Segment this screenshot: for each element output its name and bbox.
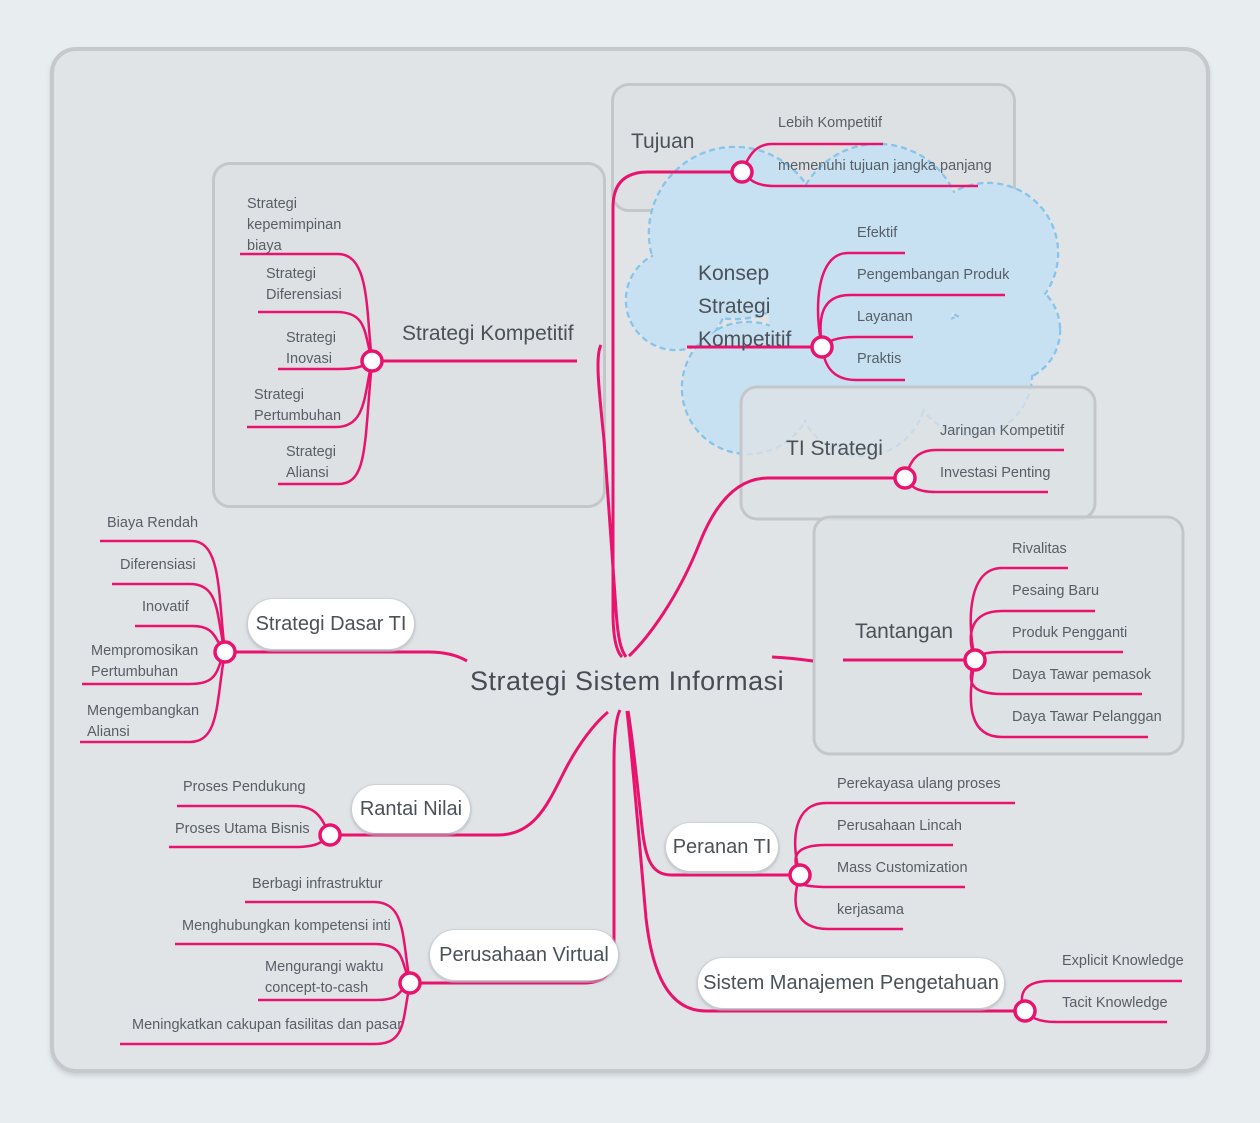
connector-tantangan-root xyxy=(771,655,814,663)
child-label-inovatif[interactable]: Inovatif xyxy=(142,599,189,615)
connector-smp-main xyxy=(625,710,1025,1013)
branch-label-strategi-kompetitif[interactable]: Strategi Kompetitif xyxy=(402,322,574,345)
child-label-layanan[interactable]: Layanan xyxy=(857,309,913,325)
node-handle-dasar[interactable] xyxy=(213,640,237,664)
node-handle-peranan[interactable] xyxy=(788,863,812,887)
child-label-tacit-knowledge[interactable]: Tacit Knowledge xyxy=(1062,995,1168,1011)
child-label-perekayasa-ulang-proses[interactable]: Perekayasa ulang proses xyxy=(837,776,1001,792)
child-label-rivalitas[interactable]: Rivalitas xyxy=(1012,541,1067,557)
connector-rantai-main xyxy=(330,710,609,837)
connector-kompetitif-root xyxy=(596,344,628,658)
connector-kompetitif-child-0 xyxy=(240,252,374,362)
root-node-label[interactable]: Strategi Sistem Informasi xyxy=(470,666,785,696)
child-label-strategi-diferensiasi[interactable]: Strategi Diferensiasi xyxy=(266,266,342,303)
child-label-perusahaan-lincah[interactable]: Perusahaan Lincah xyxy=(837,818,962,834)
child-label-strategi-aliansi[interactable]: Strategi Aliansi xyxy=(286,444,336,481)
child-label-mengembangkan-aliansi[interactable]: Mengembangkan Aliansi xyxy=(87,703,200,740)
child-label-proses-utama-bisnis[interactable]: Proses Utama Bisnis xyxy=(175,821,310,837)
connector-peranan-main xyxy=(626,710,800,877)
connector-dasar-child-0 xyxy=(100,539,227,653)
connector-tantangan-child-0 xyxy=(969,566,1068,661)
child-label-proses-pendukung[interactable]: Proses Pendukung xyxy=(183,779,306,795)
child-label-lebih-kompetitif[interactable]: Lebih Kompetitif xyxy=(778,115,882,131)
branch-connectors xyxy=(80,142,1182,1046)
node-handle-konsep[interactable] xyxy=(810,335,834,359)
child-label-daya-tawar-pelanggan[interactable]: Daya Tawar Pelanggan xyxy=(1012,709,1162,725)
branch-label-perusahaan-virtual: Perusahaan Virtual xyxy=(439,943,609,966)
branch-label-tantangan[interactable]: Tantangan xyxy=(855,620,954,643)
branch-label-strategi-dasar-ti: Strategi Dasar TI xyxy=(255,612,407,635)
connector-virtual-child-3 xyxy=(120,982,412,1046)
child-label-berbagi-infrastruktur[interactable]: Berbagi infrastruktur xyxy=(252,876,383,892)
child-label-explicit-knowledge[interactable]: Explicit Knowledge xyxy=(1062,953,1184,969)
node-handle-rantai[interactable] xyxy=(318,823,342,847)
child-label-strategi-inovasi[interactable]: Strategi Inovasi xyxy=(286,330,336,367)
child-label-meningkatkan-cakupan[interactable]: Meningkatkan cakupan fasilitas dan pasar xyxy=(132,1017,403,1033)
child-label-diferensiasi[interactable]: Diferensiasi xyxy=(120,557,196,573)
connector-virtual-child-0 xyxy=(245,900,412,984)
child-label-daya-tawar-pemasok[interactable]: Daya Tawar pemasok xyxy=(1012,667,1152,683)
connector-dasar-main xyxy=(225,650,468,663)
branch-label-konsep[interactable]: Konsep Strategi Kompetitif xyxy=(698,262,792,351)
node-handle-tantangan[interactable] xyxy=(963,648,987,672)
connector-tantangan-child-4 xyxy=(969,659,1148,739)
child-label-produk-pengganti[interactable]: Produk Pengganti xyxy=(1012,625,1128,641)
branch-pill-peranan-ti[interactable]: Peranan TI xyxy=(666,823,778,871)
connector-ti-main xyxy=(627,476,905,658)
child-label-efektif[interactable]: Efektif xyxy=(857,225,898,241)
node-handle-smp[interactable] xyxy=(1013,999,1037,1023)
connector-peranan-child-2 xyxy=(795,874,965,889)
child-label-kerjasama[interactable]: kerjasama xyxy=(837,902,904,918)
branch-pill-perusahaan-virtual[interactable]: Perusahaan Virtual xyxy=(430,930,618,980)
connector-peranan-child-0 xyxy=(793,801,1015,876)
node-handle-tujuan[interactable] xyxy=(730,160,754,184)
node-handle-ti[interactable] xyxy=(893,466,917,490)
connector-kompetitif-child-3 xyxy=(247,360,374,429)
child-label-mempromosikan-pertumbuhan[interactable]: Mempromosikan Pertumbuhan xyxy=(91,643,199,680)
child-label-praktis[interactable]: Praktis xyxy=(857,351,902,367)
connector-smp-child-1 xyxy=(1024,1010,1167,1024)
branch-pill-strategi-dasar-ti[interactable]: Strategi Dasar TI xyxy=(248,599,414,649)
child-label-mass-customization[interactable]: Mass Customization xyxy=(837,860,968,876)
branch-label-smp: Sistem Manajemen Pengetahuan xyxy=(703,971,999,994)
child-label-strategi-pertumbuhan[interactable]: Strategi Pertumbuhan xyxy=(254,387,342,424)
child-label-menghubungkan-kompetensi-inti[interactable]: Menghubungkan kompetensi inti xyxy=(182,918,391,934)
child-label-memenuhi-tujuan[interactable]: memenuhi tujuan jangka panjang xyxy=(778,158,992,174)
child-label-biaya-rendah[interactable]: Biaya Rendah xyxy=(107,515,199,531)
branch-pill-rantai-nilai[interactable]: Rantai Nilai xyxy=(352,785,470,833)
child-label-jaringan-kompetitif[interactable]: Jaringan Kompetitif xyxy=(940,423,1065,439)
child-label-pengembangan-produk[interactable]: Pengembangan Produk xyxy=(857,267,1010,283)
branch-label-rantai-nilai: Rantai Nilai xyxy=(359,797,463,820)
child-label-strategi-kepemimpinan-biaya[interactable]: Strategi kepemimpinan biaya xyxy=(247,196,342,254)
connector-tujuan-main xyxy=(611,170,742,659)
branch-label-ti-strategi[interactable]: TI Strategi xyxy=(786,437,883,460)
node-handle-virtual[interactable] xyxy=(398,971,422,995)
child-label-pesaing-baru[interactable]: Pesaing Baru xyxy=(1012,583,1100,599)
group-box-strategi-kompetitif xyxy=(212,162,606,508)
branch-pill-smp[interactable]: Sistem Manajemen Pengetahuan xyxy=(698,958,1004,1008)
connector-kompetitif-child-4 xyxy=(278,360,374,486)
child-label-mengurangi-waktu-concept-to-cash[interactable]: Mengurangi waktu concept-to-cash xyxy=(265,959,384,996)
branch-label-peranan-ti: Peranan TI xyxy=(672,835,772,858)
connector-dasar-child-1 xyxy=(112,582,227,653)
node-handle-kompetitif[interactable] xyxy=(360,349,384,373)
child-label-investasi-penting[interactable]: Investasi Penting xyxy=(940,465,1051,481)
node-handles xyxy=(213,160,1037,1023)
branch-label-tujuan[interactable]: Tujuan xyxy=(631,130,695,153)
connector-dasar-child-4 xyxy=(80,651,227,744)
